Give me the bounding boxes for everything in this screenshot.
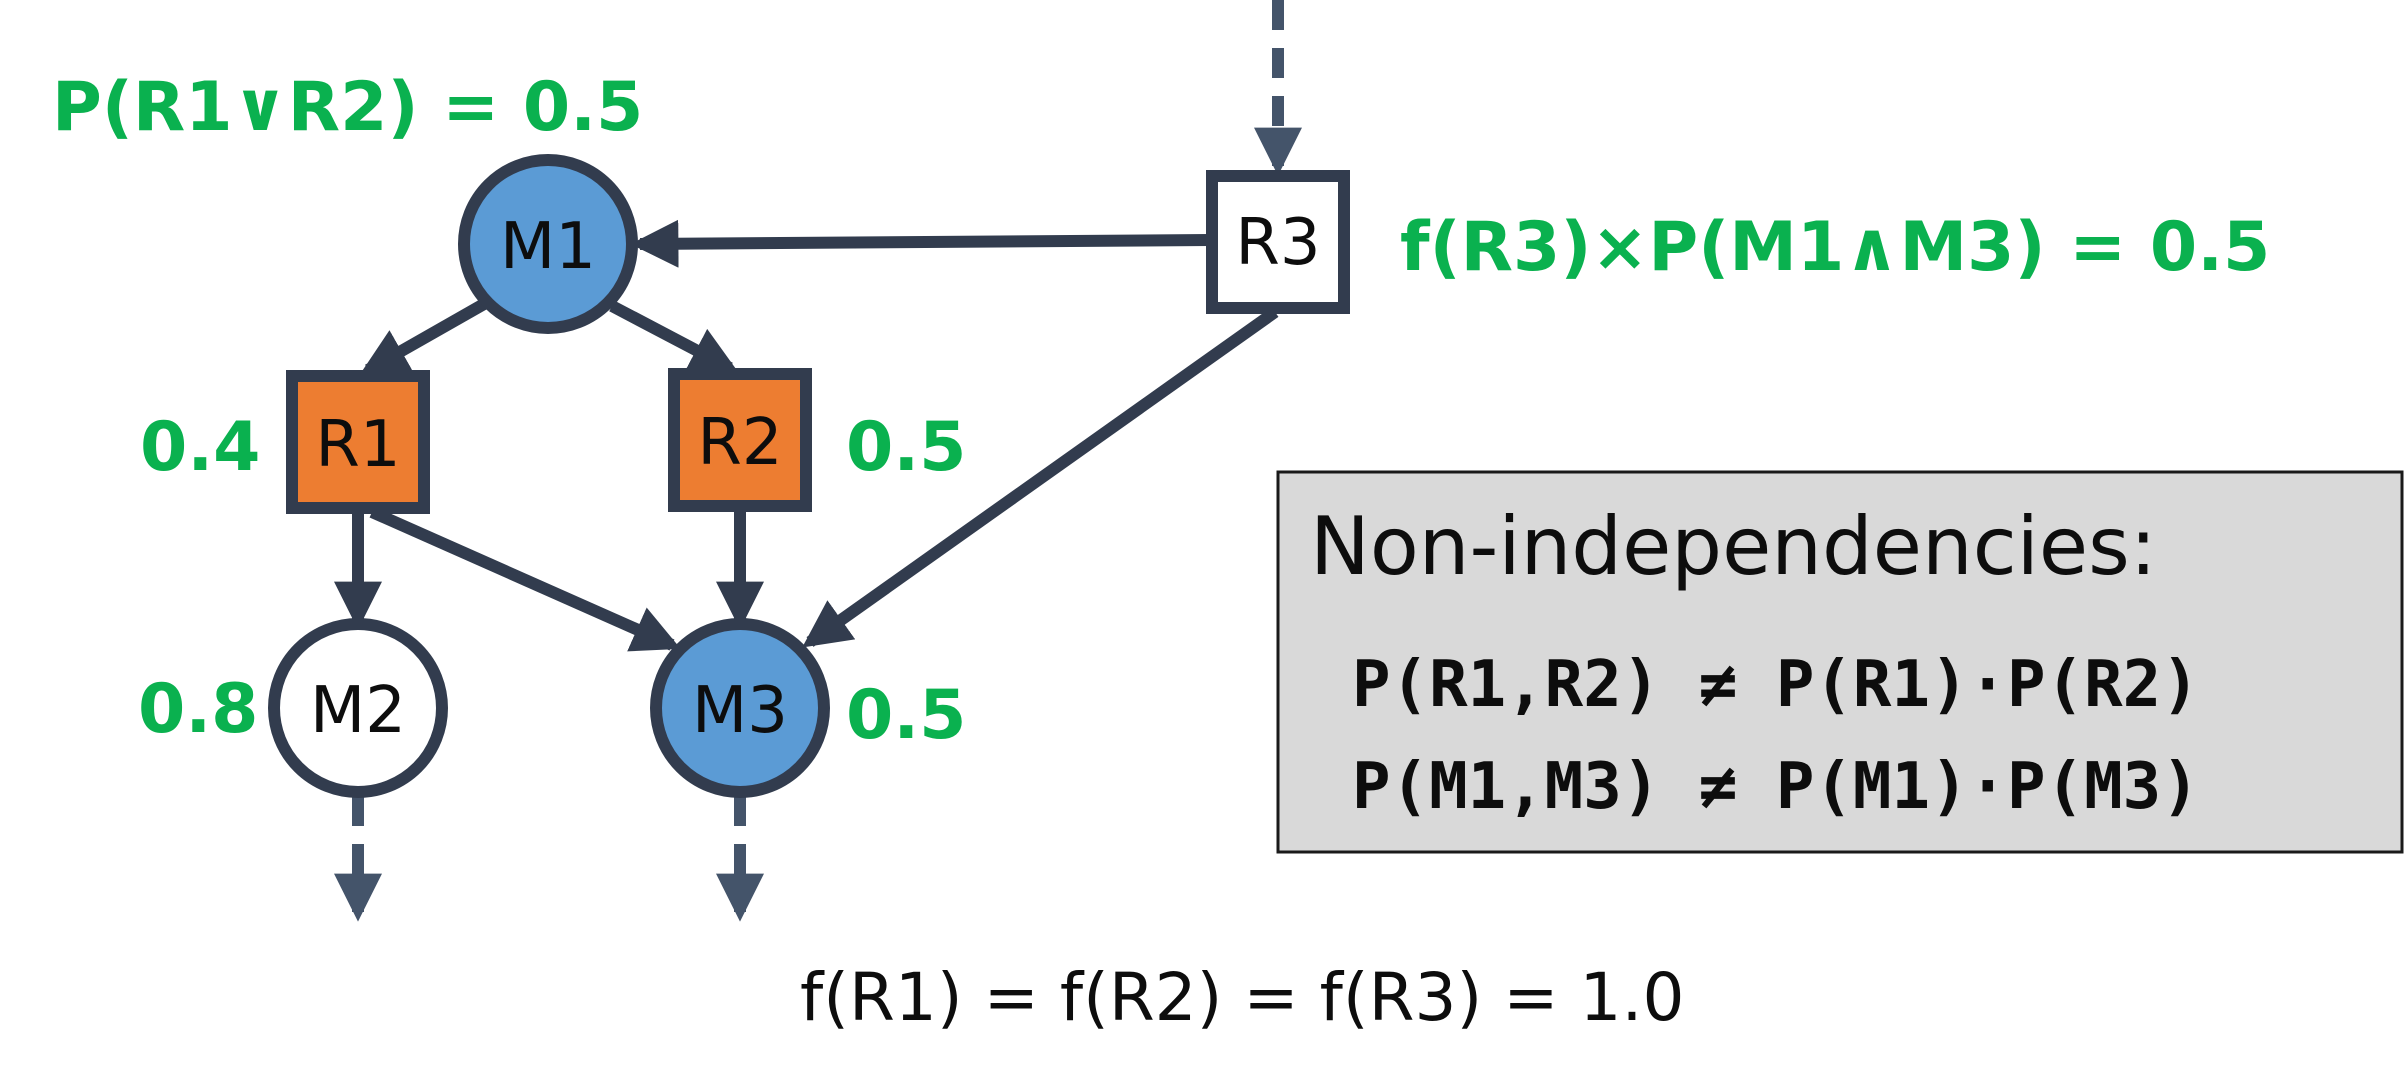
- edge-r1-to-m3: [369, 506, 681, 652]
- prob-r3: f(R3)×P(M1∧M3) = 0.5: [1400, 208, 2270, 287]
- edge-m1-to-r2: [609, 300, 739, 374]
- node-m3-shape: [650, 618, 830, 798]
- footer-formula: f(R1) = f(R2) = f(R3) = 1.0: [800, 959, 1685, 1036]
- node-r2: R2: [668, 368, 812, 512]
- node-m1: M1: [458, 154, 638, 334]
- node-r3-shape: [1206, 170, 1350, 314]
- node-m2: M2: [268, 618, 448, 798]
- node-m1-shape: [458, 154, 638, 334]
- prob-r2: 0.5: [846, 408, 966, 487]
- node-m3: M3: [650, 618, 830, 798]
- non-independencies-box: Non-independencies: P(R1,R2) ≠ P(R1)·P(R…: [1276, 470, 2404, 854]
- node-r2-shape: [668, 368, 812, 512]
- node-m1-label: M1: [500, 210, 596, 284]
- non-independencies-title: Non-independencies:: [1310, 500, 2157, 593]
- non-independencies-box-bg: [1276, 470, 2404, 854]
- node-r1-label: R1: [315, 408, 400, 482]
- prob-m3: 0.5: [846, 676, 966, 755]
- node-r2-label: R2: [697, 406, 782, 480]
- node-m2-shape: [268, 618, 448, 798]
- prob-m1-or: P(R1∨R2) = 0.5: [52, 68, 643, 147]
- node-r3-label: R3: [1235, 206, 1320, 280]
- edge-m1-to-r1: [359, 298, 487, 376]
- prob-m2: 0.8: [138, 670, 258, 749]
- node-m2-label: M2: [310, 674, 406, 748]
- non-independence-line-r: P(R1,R2) ≠ P(R1)·P(R2): [1352, 648, 2200, 722]
- node-r1-shape: [286, 370, 430, 514]
- node-m3-label: M3: [692, 674, 788, 748]
- non-independence-line-m: P(M1,M3) ≠ P(M1)·P(M3): [1352, 750, 2200, 824]
- edge-r3-to-m3: [802, 307, 1279, 648]
- prob-r1: 0.4: [140, 408, 260, 487]
- node-r1: R1: [286, 370, 430, 514]
- node-r3: R3: [1206, 170, 1350, 314]
- edge-r3-to-m1: [630, 219, 1211, 268]
